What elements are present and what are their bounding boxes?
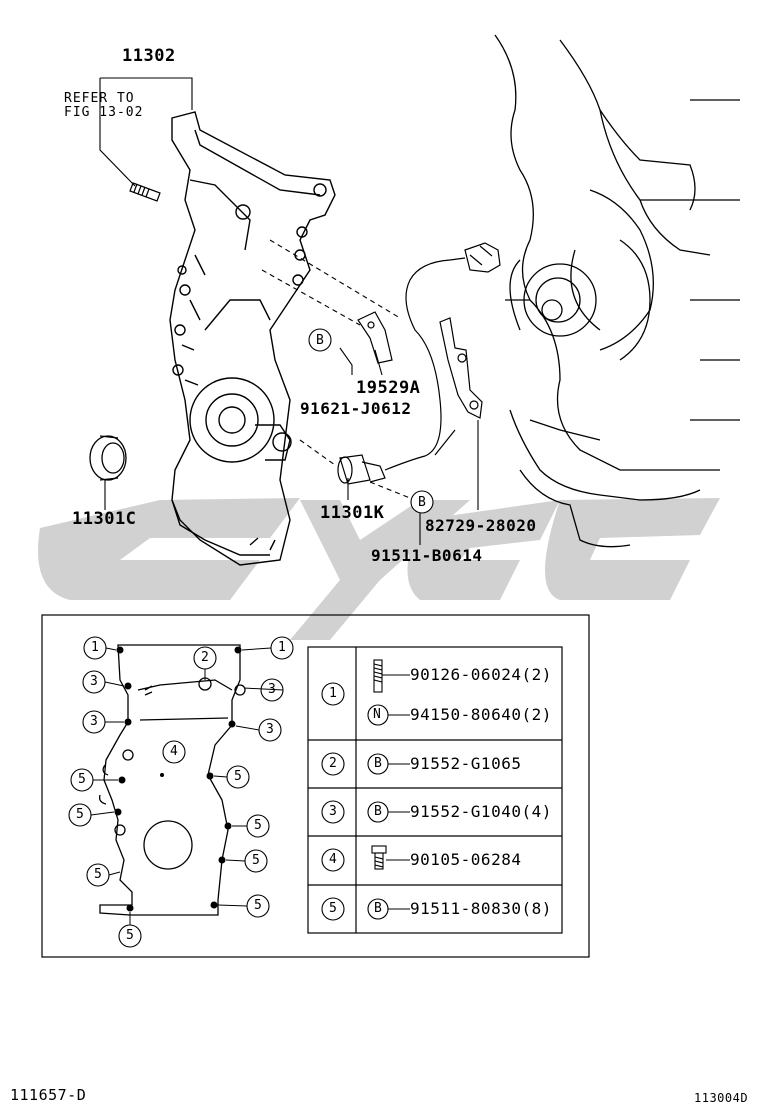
inset-callout-leaders — [90, 647, 284, 925]
timing-chain-cover — [169, 111, 336, 566]
inset-callout-3c: 3 — [90, 714, 99, 729]
b-marker-upper — [308, 328, 332, 352]
inset-callout-5h: 5 — [126, 928, 135, 943]
bracket-part — [357, 311, 393, 364]
seal-part-number: 11301C — [72, 509, 137, 529]
table-row-2-symbol: B — [374, 756, 383, 771]
sensor-bracket-part-number: 82729-28020 — [425, 516, 537, 535]
leader-lines — [99, 77, 479, 545]
table-row-5-code: 91511-80830(8) — [410, 899, 552, 918]
dashed-lines — [261, 239, 416, 501]
sensor-bracket-part — [439, 317, 483, 419]
table-num-circles — [321, 682, 345, 921]
inset-frame — [41, 614, 590, 958]
bracket-bolt-part-number: 91621-J0612 — [300, 399, 412, 418]
table-row-3-num: 3 — [329, 804, 338, 819]
table-row-1a-code: 90126-06024(2) — [410, 665, 552, 684]
cover-part-number: 11302 — [122, 46, 176, 66]
table-row-3-symbol: B — [374, 804, 383, 819]
b-marker-lower-label: B — [418, 495, 427, 510]
table-symbols — [367, 704, 389, 920]
b-marker-upper-label: B — [316, 333, 325, 348]
inset-callout-5g: 5 — [254, 898, 263, 913]
stud-bolt-part — [129, 182, 161, 202]
bolt-icon — [371, 845, 387, 870]
table-row-2-code: 91552-G1065 — [410, 754, 522, 773]
table-row-2-num: 2 — [329, 756, 338, 771]
table-row-5-symbol: B — [374, 901, 383, 916]
inset-callout-1b: 1 — [278, 640, 287, 655]
inset-callout-5c: 5 — [76, 807, 85, 822]
table-row-4-code: 90105-06284 — [410, 850, 522, 869]
inset-callout-2: 2 — [201, 650, 210, 665]
table-row-5-num: 5 — [329, 901, 338, 916]
figure-code: 113004D — [694, 1091, 749, 1105]
inset-callout-5d: 5 — [254, 818, 263, 833]
table-row-1-num: 1 — [329, 686, 338, 701]
table-row-3-code: 91552-G1040(4) — [410, 802, 552, 821]
inset-callout-5e: 5 — [252, 853, 261, 868]
sensor-part-number: 11301K — [320, 503, 385, 523]
table-row-4-num: 4 — [329, 852, 338, 867]
inset-callout-1a: 1 — [91, 640, 100, 655]
table-row-1b-symbol: N — [373, 707, 382, 722]
inset-callout-3d: 3 — [266, 722, 275, 737]
inset-callout-5a: 5 — [78, 772, 87, 787]
watermark-cyc — [38, 498, 720, 640]
inset-bolt-dots — [114, 646, 242, 912]
bracket-part-number: 19529A — [356, 378, 421, 398]
inset-callout-3a: 3 — [90, 674, 99, 689]
oil-seal-part — [89, 435, 127, 481]
crank-sensor-part — [337, 242, 501, 485]
sensor-bolt-part-number: 91511-B0614 — [371, 546, 483, 565]
refer-note-line2: FIG 13-02 — [64, 105, 144, 120]
table-row-1b-code: 94150-80640(2) — [410, 705, 552, 724]
inset-callout-4: 4 — [170, 744, 179, 759]
engine-block-outline — [494, 34, 740, 548]
inset-callout-3b: 3 — [268, 682, 277, 697]
inset-callout-5f: 5 — [94, 867, 103, 882]
table-leaders — [382, 674, 410, 910]
b-marker-lower — [410, 490, 434, 514]
inset-callout-5b: 5 — [234, 769, 243, 784]
parts-table — [307, 646, 563, 934]
diagram-id: 111657-D — [10, 1086, 87, 1104]
refer-note-line1: REFER TO — [64, 91, 135, 106]
inset-callouts — [68, 636, 294, 948]
stud-icon — [373, 659, 383, 693]
inset-cover-outline — [98, 644, 246, 916]
